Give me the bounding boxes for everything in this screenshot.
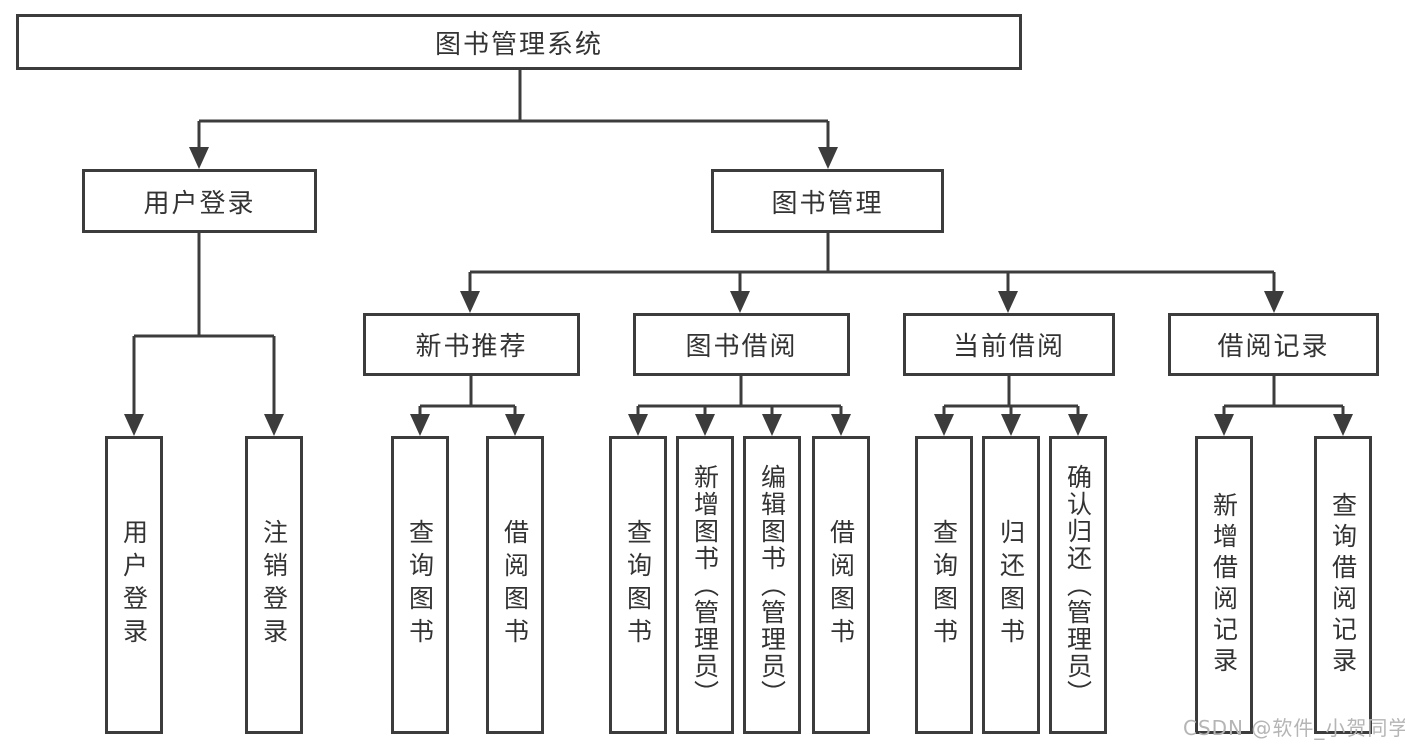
leaf-br-query-record: 查询借阅记录 [1314,436,1372,734]
node-current-borrowing-label: 当前借阅 [952,332,1065,362]
connector-root-to-level1 [189,70,838,169]
leaf-bb-add-books-admin-label: 新增图书（管理员） [690,463,720,707]
leaf-cb-confirm-return-admin-label: 确认归还（管理员） [1063,463,1093,707]
leaf-br-add-record-label: 新增借阅记录 [1209,492,1239,678]
leaf-user-login-label: 用户登录 [119,519,149,651]
leaf-logout-label: 注销登录 [259,519,289,651]
connector-borrowing-records-to-leaves [1214,376,1353,436]
leaf-bb-query-books: 查询图书 [609,436,667,734]
leaf-nb-borrow-books: 借阅图书 [486,436,544,734]
leaf-bb-edit-books-admin: 编辑图书（管理员） [743,436,801,734]
connector-current-borrowing-to-leaves [934,376,1088,436]
leaf-user-login: 用户登录 [105,436,163,734]
connector-book-borrowing-to-leaves [628,376,851,436]
leaf-logout: 注销登录 [245,436,303,734]
connector-book-mgmt-to-level2 [460,233,1284,313]
node-book-management: 图书管理 [711,169,944,233]
node-root-label: 图书管理系统 [434,29,603,60]
connector-new-books-to-leaves [410,376,525,436]
leaf-nb-query-books-label: 查询图书 [405,519,435,651]
leaf-cb-query-books: 查询图书 [915,436,973,734]
leaf-cb-return-books: 归还图书 [982,436,1040,734]
leaf-bb-query-books-label: 查询图书 [623,519,653,651]
node-borrowing-records-label: 借阅记录 [1217,332,1330,362]
leaf-nb-query-books: 查询图书 [391,436,449,734]
leaf-cb-return-books-label: 归还图书 [996,519,1026,651]
node-book-borrowing-label: 图书借阅 [685,332,798,362]
node-root: 图书管理系统 [16,14,1022,70]
leaf-bb-edit-books-admin-label: 编辑图书（管理员） [757,463,787,707]
node-new-book-recommend: 新书推荐 [363,313,580,376]
connector-user-login-to-leaves [124,233,284,436]
node-borrowing-records: 借阅记录 [1168,313,1379,376]
node-user-login: 用户登录 [82,169,317,233]
leaf-cb-confirm-return-admin: 确认归还（管理员） [1049,436,1107,734]
csdn-watermark: CSDN @软件_小贺同学 [1183,716,1405,740]
leaf-br-add-record: 新增借阅记录 [1195,436,1253,734]
leaf-bb-borrow-books-label: 借阅图书 [826,519,856,651]
node-book-management-label: 图书管理 [771,188,884,219]
leaf-cb-query-books-label: 查询图书 [929,519,959,651]
leaf-br-query-record-label: 查询借阅记录 [1328,492,1358,678]
node-new-book-recommend-label: 新书推荐 [415,332,528,362]
node-user-login-label: 用户登录 [143,188,256,219]
leaf-nb-borrow-books-label: 借阅图书 [500,519,530,651]
node-book-borrowing: 图书借阅 [633,313,850,376]
leaf-bb-add-books-admin: 新增图书（管理员） [676,436,734,734]
node-current-borrowing: 当前借阅 [903,313,1115,376]
leaf-bb-borrow-books: 借阅图书 [812,436,870,734]
